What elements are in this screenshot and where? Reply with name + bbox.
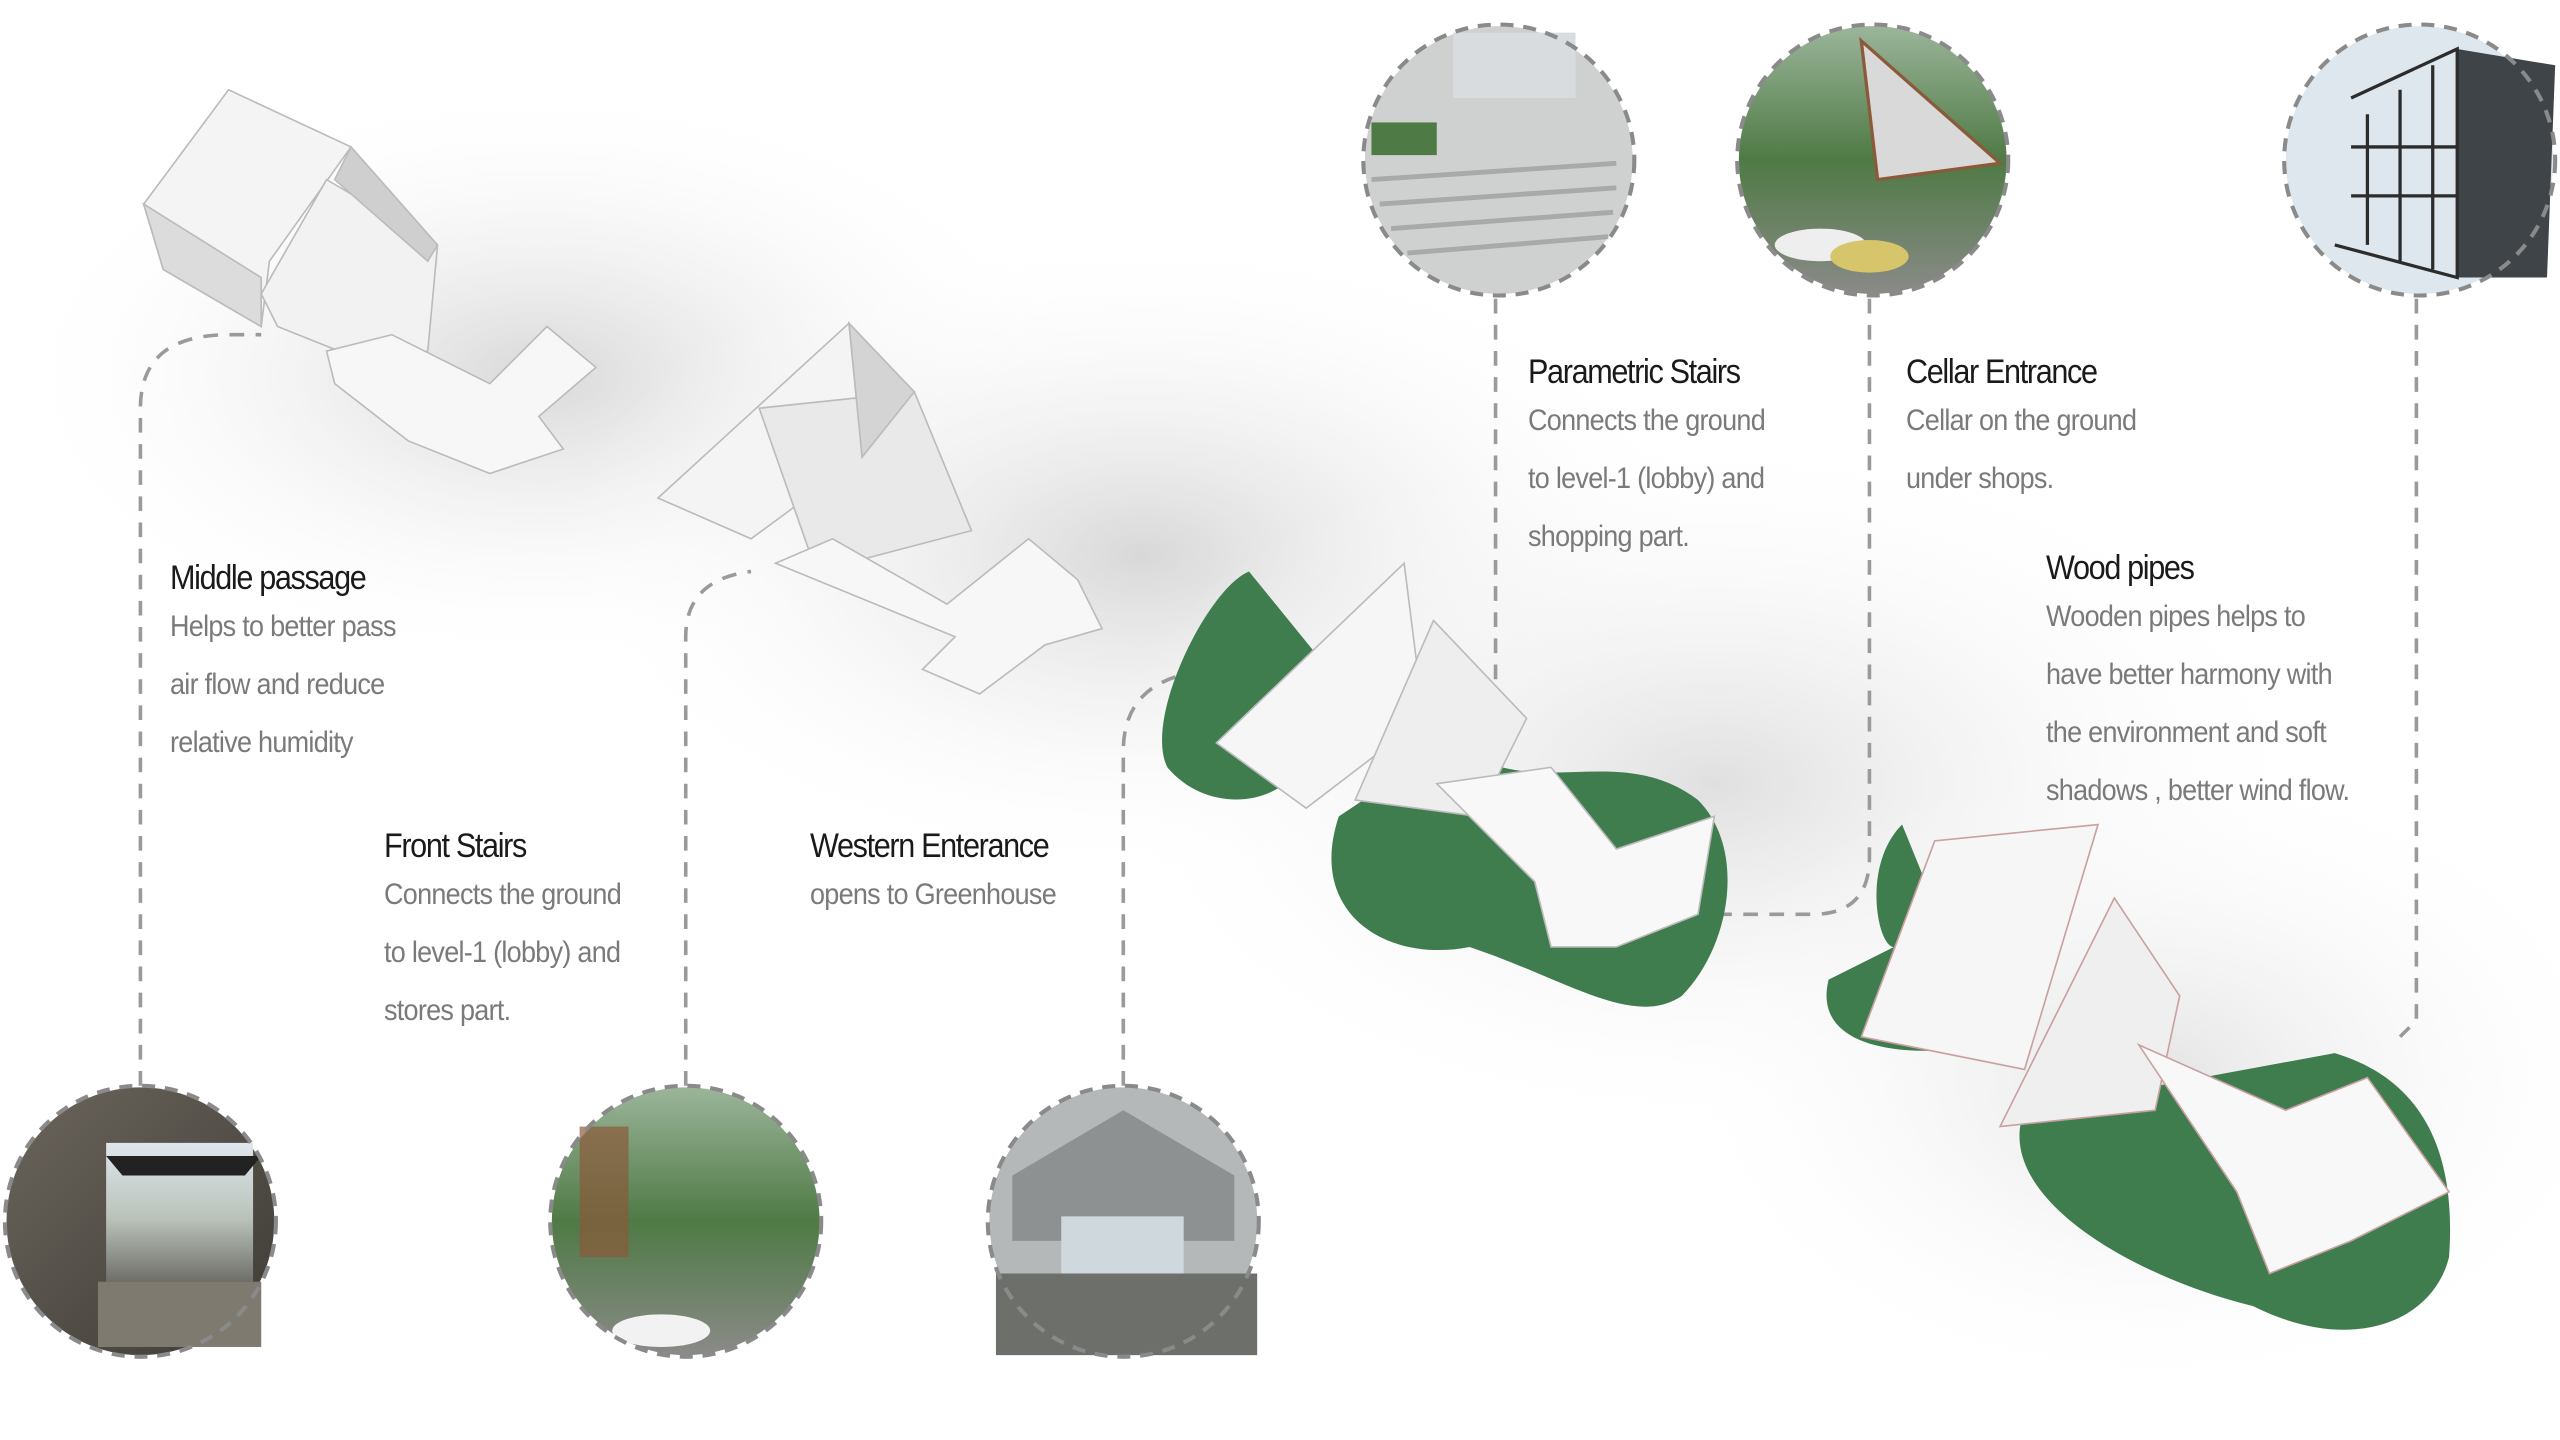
annotation-line: to level-1 (lobby) and <box>1528 462 1765 495</box>
annotation-line: Connects the ground <box>384 878 622 911</box>
massing-model-4 <box>1826 823 2451 1330</box>
leader-line-middle-passage <box>138 332 262 1086</box>
annotation-line: have better harmony with <box>2046 658 2333 691</box>
annotation-front-stairs: Front Stairs Connects the ground to leve… <box>384 826 647 1040</box>
annotation-line: shadows , better wind flow. <box>2046 774 2350 807</box>
leader-line-western-enterance <box>1121 670 1193 1086</box>
leader-line-front-stairs <box>683 569 752 1086</box>
leader-lines <box>138 298 2419 1086</box>
annotation-wood-pipes: Wood pipes Wooden pipes helps to have be… <box>2046 548 2383 820</box>
annotation-line: relative humidity <box>170 726 354 759</box>
massing-model-3 <box>1162 561 1728 1007</box>
annotation-line: air flow and reduce <box>170 668 385 701</box>
photo-middle-passage <box>2 1083 278 1359</box>
annotation-line: to level-1 (lobby) and <box>384 936 621 969</box>
annotation-line: stores part. <box>384 994 511 1027</box>
photo-western-enterance <box>985 1083 1261 1359</box>
annotation-line: Connects the ground <box>1528 404 1766 437</box>
annotation-parametric-stairs: Parametric Stairs Connects the ground to… <box>1528 352 1791 566</box>
leader-line-wood-pipes <box>2398 298 2419 1039</box>
annotation-line: Helps to better pass <box>170 610 396 643</box>
massing-model-2 <box>656 320 1104 695</box>
photo-cellar-entrance <box>1735 22 2011 298</box>
photo-front-stairs <box>548 1083 824 1359</box>
annotation-line: Cellar on the ground <box>1906 404 2137 437</box>
annotation-line: opens to Greenhouse <box>810 878 1057 911</box>
annotation-title: Front Stairs <box>384 827 527 865</box>
massing-model-1 <box>142 88 598 475</box>
leader-line-cellar-entrance <box>1706 298 1872 917</box>
annotation-title: Wood pipes <box>2046 549 2195 587</box>
annotation-title: Parametric Stairs <box>1528 353 1741 391</box>
photo-parametric-stairs <box>1361 22 1637 298</box>
annotation-title: Cellar Entrance <box>1906 353 2098 391</box>
annotation-line: the environment and soft <box>2046 716 2327 749</box>
annotation-middle-passage: Middle passage Helps to better pass air … <box>170 558 421 772</box>
annotation-cellar-entrance: Cellar Entrance Cellar on the ground und… <box>1906 352 2162 508</box>
annotation-line: shopping part. <box>1528 520 1690 553</box>
photo-wood-pipes <box>2282 22 2558 298</box>
annotation-line: under shops. <box>1906 462 2054 495</box>
annotation-title: Western Enterance <box>810 827 1050 865</box>
annotation-line: Wooden pipes helps to <box>2046 600 2306 633</box>
annotation-western-enterance: Western Enterance opens to Greenhouse <box>810 826 1083 924</box>
photo-circles <box>2 22 2558 1359</box>
annotation-title: Middle passage <box>170 559 367 597</box>
